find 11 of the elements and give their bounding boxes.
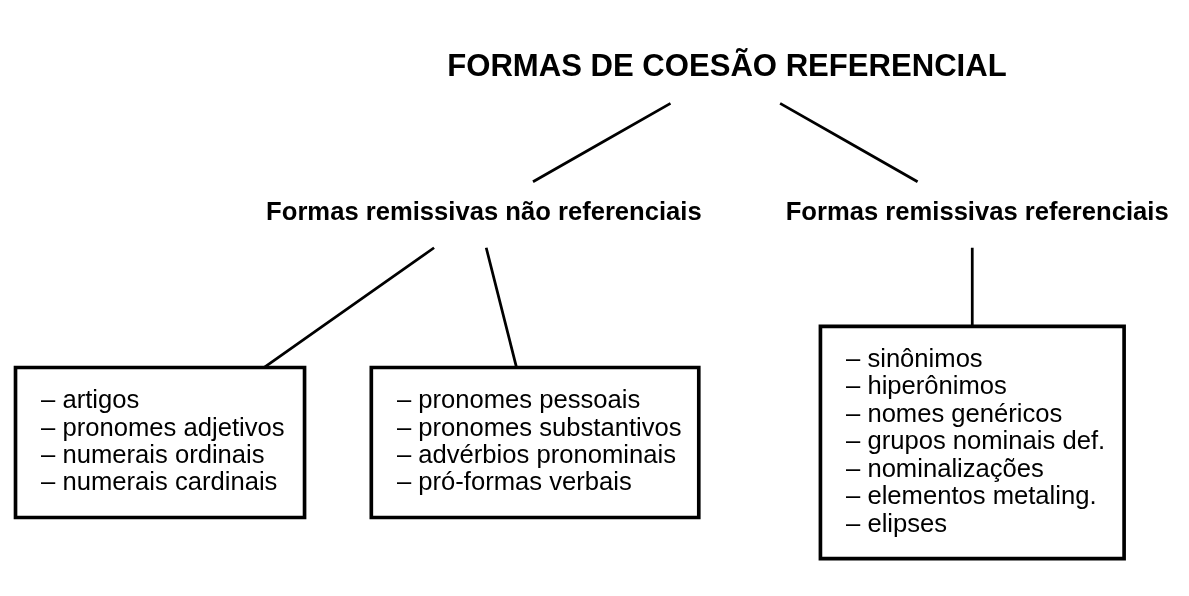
node-text: FORMAS DE COESÃO REFERENCIAL — [447, 47, 1007, 83]
node-text: Formas remissivas não referenciais — [266, 196, 702, 225]
connector — [532, 102, 672, 183]
node-box: – pronomes pessoais – pronomes substantivos – advérbios pronominais – pró-formas verbais — [369, 365, 701, 520]
connector — [263, 246, 435, 369]
node-box: – artigos – pronomes adjetivos – numerais ordinais – numerais cardinais — [13, 365, 307, 520]
connector — [779, 102, 919, 183]
connector — [970, 247, 974, 327]
node-box: – sinônimos – hiperônimos – nomes genéricos – grupos nominais def. – nominalizações – elementos metaling. – elipses — [818, 324, 1126, 561]
connector — [484, 247, 518, 368]
node-text: Formas remissivas referenciais — [785, 196, 1169, 225]
